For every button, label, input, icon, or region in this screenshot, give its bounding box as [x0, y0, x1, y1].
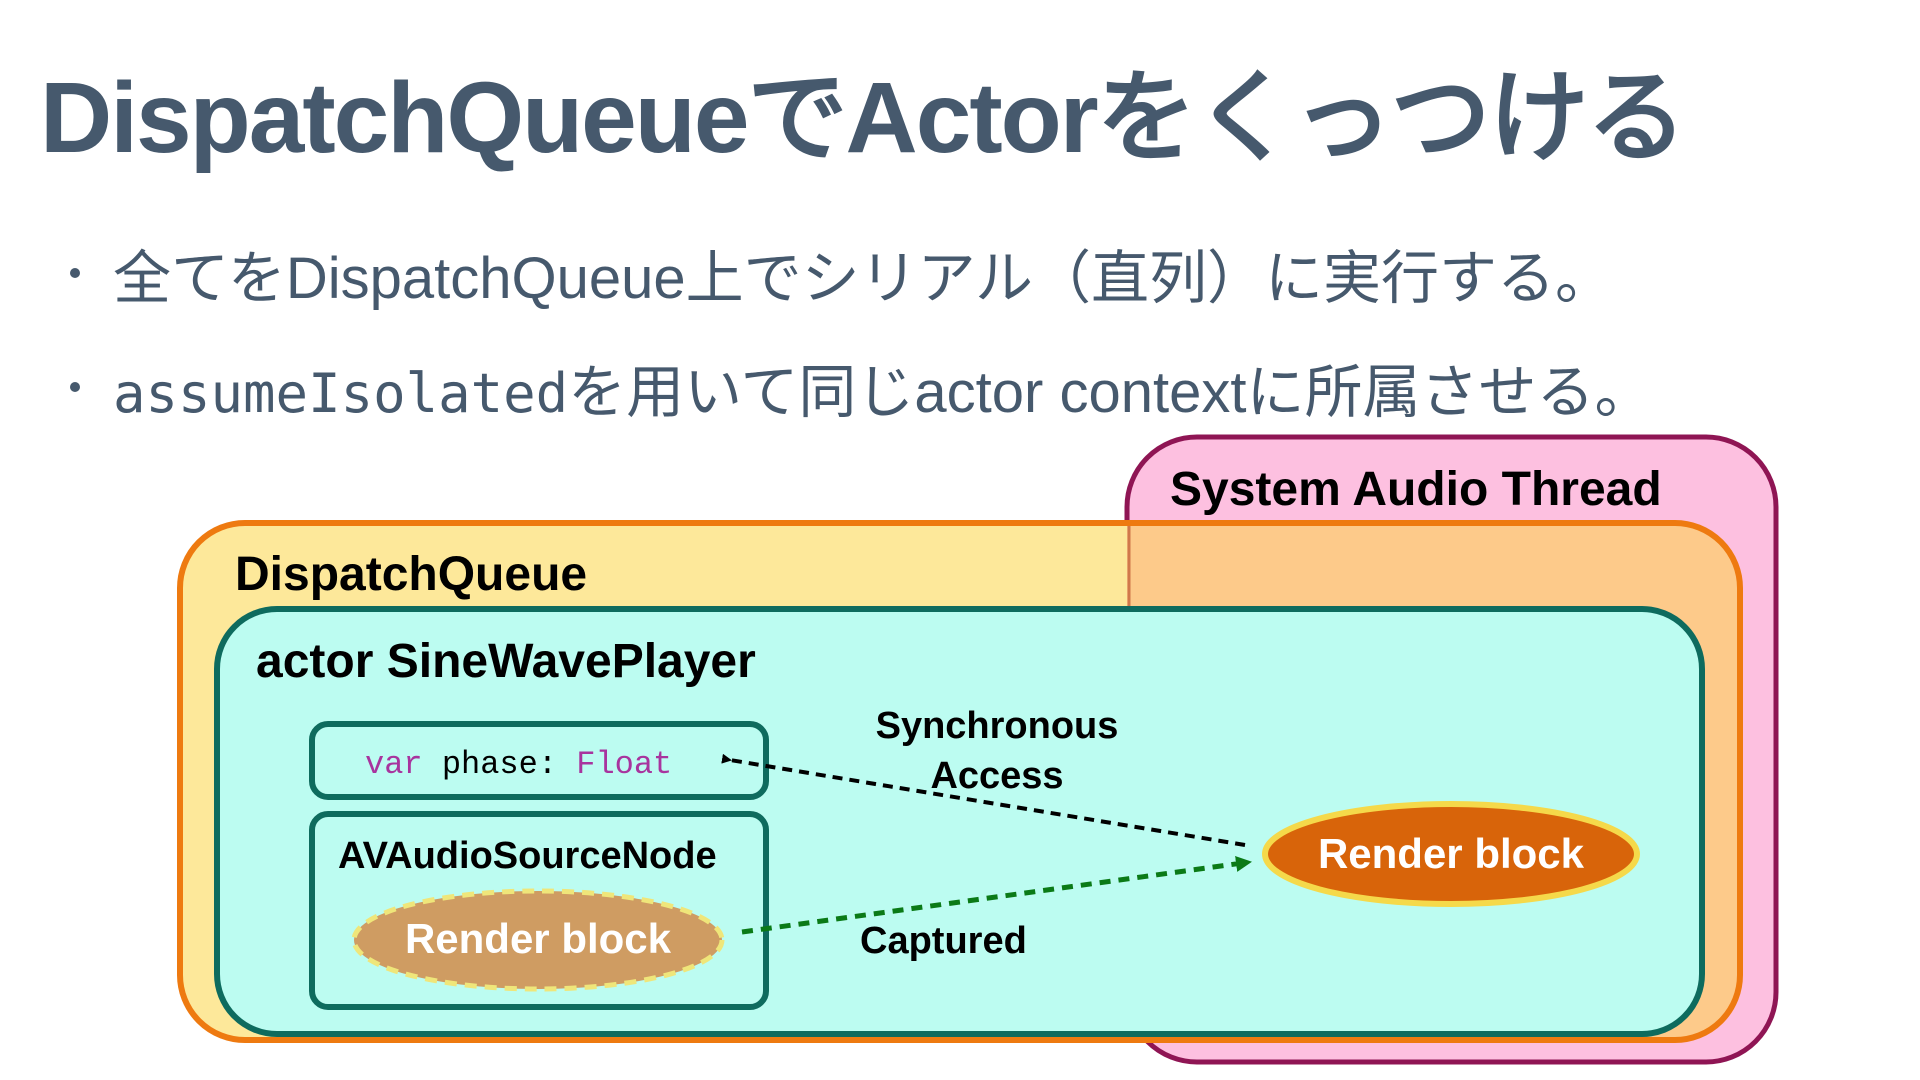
bullet-assume-isolated: assumeIsolated を用いて同じactor contextに所属させる…	[70, 358, 1652, 428]
system-audio-thread-label: System Audio Thread	[1170, 463, 1662, 516]
bullet-text: を用いて同じactor contextに所属させる。	[568, 360, 1653, 425]
audio-thread-render-block-label: Render block	[1318, 830, 1585, 877]
property-name: phase:	[423, 746, 577, 783]
property-declaration: var phase: Float	[365, 746, 672, 783]
dispatch-queue-border	[177, 520, 1743, 1043]
captured-arrow	[741, 855, 1252, 935]
audio-thread-render-block	[1262, 801, 1640, 907]
dispatch-queue-label: DispatchQueue	[235, 548, 587, 601]
actor-label: actor SineWavePlayer	[256, 635, 756, 688]
bullet-dot-icon	[70, 382, 80, 392]
keyword-var: var	[365, 746, 423, 783]
slide-title: DispatchQueueでActorをくっつける	[40, 62, 1687, 174]
type-float: Float	[576, 746, 672, 783]
sync-access-label-line1: Synchronous	[876, 705, 1119, 747]
bullet-dot-icon	[70, 268, 80, 278]
captured-render-block-label: Render block	[405, 915, 672, 962]
bullet-text: 全てをDispatchQueue上でシリアル（直列）に実行する。	[113, 246, 1614, 311]
sync-access-label-line2: Access	[930, 755, 1063, 797]
captured-render-block	[351, 888, 725, 992]
source-node-box	[309, 811, 769, 1010]
captured-label: Captured	[860, 920, 1027, 962]
bullet-code-text: assumeIsolated	[113, 362, 569, 425]
sync-access-arrow	[721, 753, 1246, 847]
source-node-label: AVAudioSourceNode	[338, 835, 717, 877]
property-box	[309, 721, 769, 800]
bullet-serial-execution: 全てをDispatchQueue上でシリアル（直列）に実行する。	[70, 244, 1613, 314]
